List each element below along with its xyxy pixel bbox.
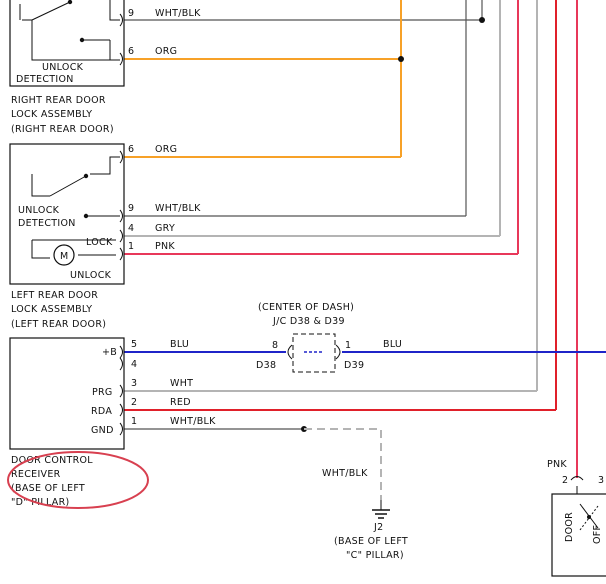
rcv-name-line4: "D" PILLAR) (11, 497, 70, 508)
lr-pin-6: 6 (128, 144, 134, 155)
jc-location: (CENTER OF DASH) (258, 302, 354, 313)
rcv-label-prg: PRG (92, 387, 113, 398)
rcv-pin-2: 2 (131, 397, 137, 408)
rcv-wire-whtblk-label: WHT/BLK (170, 416, 216, 427)
rr-wire-whtblk-label: WHT/BLK (155, 8, 201, 19)
rr-pin-6: 6 (128, 46, 134, 57)
ground-id: J2 (373, 522, 383, 533)
door-switch-label-b: OFF (592, 525, 603, 544)
lr-unlock-label: UNLOCK (70, 270, 112, 281)
jc-left-pin: 8 (272, 340, 278, 351)
lr-wire-pnk-label: PNK (155, 241, 175, 252)
lr-wire-gry-label: GRY (155, 223, 175, 234)
lr-caption: UNLOCK (18, 205, 60, 216)
lr-name-line2: LOCK ASSEMBLY (11, 304, 92, 315)
junction-connector: (CENTER OF DASH) J/C D38 & D39 8 D38 1 D… (170, 302, 402, 373)
lr-name-line3: (LEFT REAR DOOR) (11, 319, 106, 330)
rcv-label-b: +B (102, 347, 117, 358)
lr-name-line1: LEFT REAR DOOR (11, 290, 98, 301)
rr-caption2: DETECTION (16, 74, 74, 85)
right-rear-lock-assembly: UNLOCK DETECTION 9 WHT/BLK 6 ORG RIGHT R… (9, 0, 201, 135)
door-switch-pin-b: 3 (598, 475, 604, 486)
rcv-name-line1: DOOR CONTROL (11, 455, 93, 466)
highlight-circle (7, 451, 149, 509)
ground-loc-line2: "C" PILLAR) (346, 550, 404, 561)
lr-pin-4: 4 (128, 223, 134, 234)
ground-loc-line1: (BASE OF LEFT (334, 536, 408, 547)
rcv-label-rda: RDA (91, 406, 112, 417)
ground-j2: WHT/BLK J2 (BASE OF LEFT "C" PILLAR) (322, 468, 408, 561)
door-control-receiver: +B PRG RDA GND 5 4 3 2 1 WHT RED WHT/BLK… (9, 337, 216, 508)
wire-blu-label-right: BLU (383, 339, 402, 350)
lr-caption2: DETECTION (18, 218, 76, 229)
door-switch-pin-a: 2 (562, 475, 568, 486)
ground-wire-label: WHT/BLK (322, 468, 368, 479)
jc-name: J/C D38 & D39 (272, 316, 345, 327)
door-switch: PNK 2 3 DOOR OFF (547, 459, 606, 577)
splice-dot (479, 17, 485, 23)
rcv-pin-4: 4 (131, 359, 137, 370)
rcv-wire-red-label: RED (170, 397, 191, 408)
splice-dot (398, 56, 404, 62)
door-switch-wire-label: PNK (547, 459, 567, 470)
wire-blu-label-left: BLU (170, 339, 189, 350)
rcv-pin-3: 3 (131, 378, 137, 389)
jc-right-pin: 1 (345, 340, 351, 351)
rcv-pin-1: 1 (131, 416, 137, 427)
rr-caption: UNLOCK (42, 62, 84, 73)
jc-left-conn: D38 (256, 360, 276, 371)
door-switch-label-a: DOOR (564, 512, 575, 542)
rcv-wire-wht-label: WHT (170, 378, 193, 389)
rcv-name-line3: (BASE OF LEFT (11, 483, 85, 494)
lr-lock-label: LOCK (86, 237, 113, 248)
rr-name-line3: (RIGHT REAR DOOR) (11, 124, 114, 135)
rr-name-line2: LOCK ASSEMBLY (11, 109, 92, 120)
lr-pin-9: 9 (128, 203, 134, 214)
wire-gnd-dashed (304, 428, 382, 500)
lr-wire-whtblk-label: WHT/BLK (155, 203, 201, 214)
lr-wire-org-label: ORG (155, 144, 177, 155)
rr-wire-org-label: ORG (155, 46, 177, 57)
jc-right-conn: D39 (344, 360, 364, 371)
rr-name-line1: RIGHT REAR DOOR (11, 95, 106, 106)
rr-pin-9: 9 (128, 8, 134, 19)
rcv-label-gnd: GND (91, 425, 114, 436)
lr-pin-1: 1 (128, 241, 134, 252)
rcv-name-line2: RECEIVER (11, 469, 61, 480)
left-rear-lock-assembly: M UNLOCK DETECTION LOCK UNLOCK 6 ORG 9 W… (9, 143, 201, 330)
rcv-pin-5: 5 (131, 339, 137, 350)
lr-motor-label: M (60, 251, 69, 262)
motor-icon (53, 244, 75, 266)
